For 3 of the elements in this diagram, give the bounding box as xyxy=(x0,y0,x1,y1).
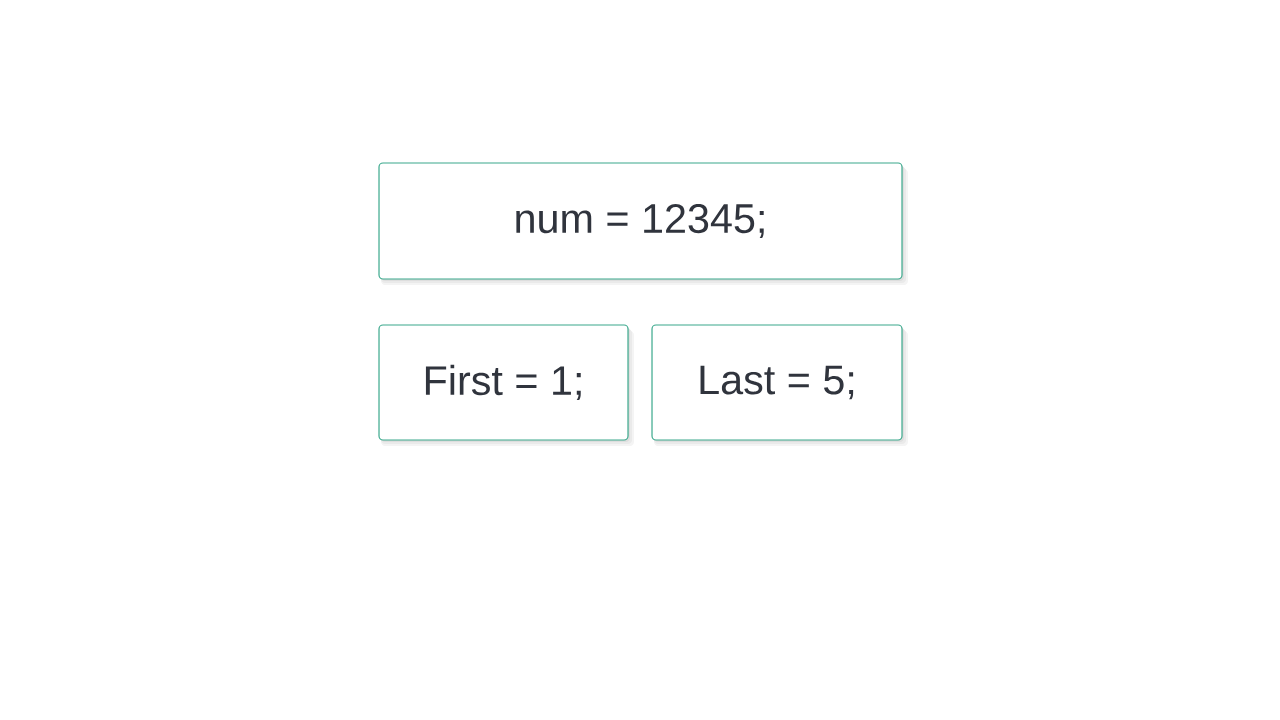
code-box: First = 1; xyxy=(378,324,634,446)
code-box: num = 12345; xyxy=(378,162,908,285)
code-box: Last = 5; xyxy=(651,324,908,446)
